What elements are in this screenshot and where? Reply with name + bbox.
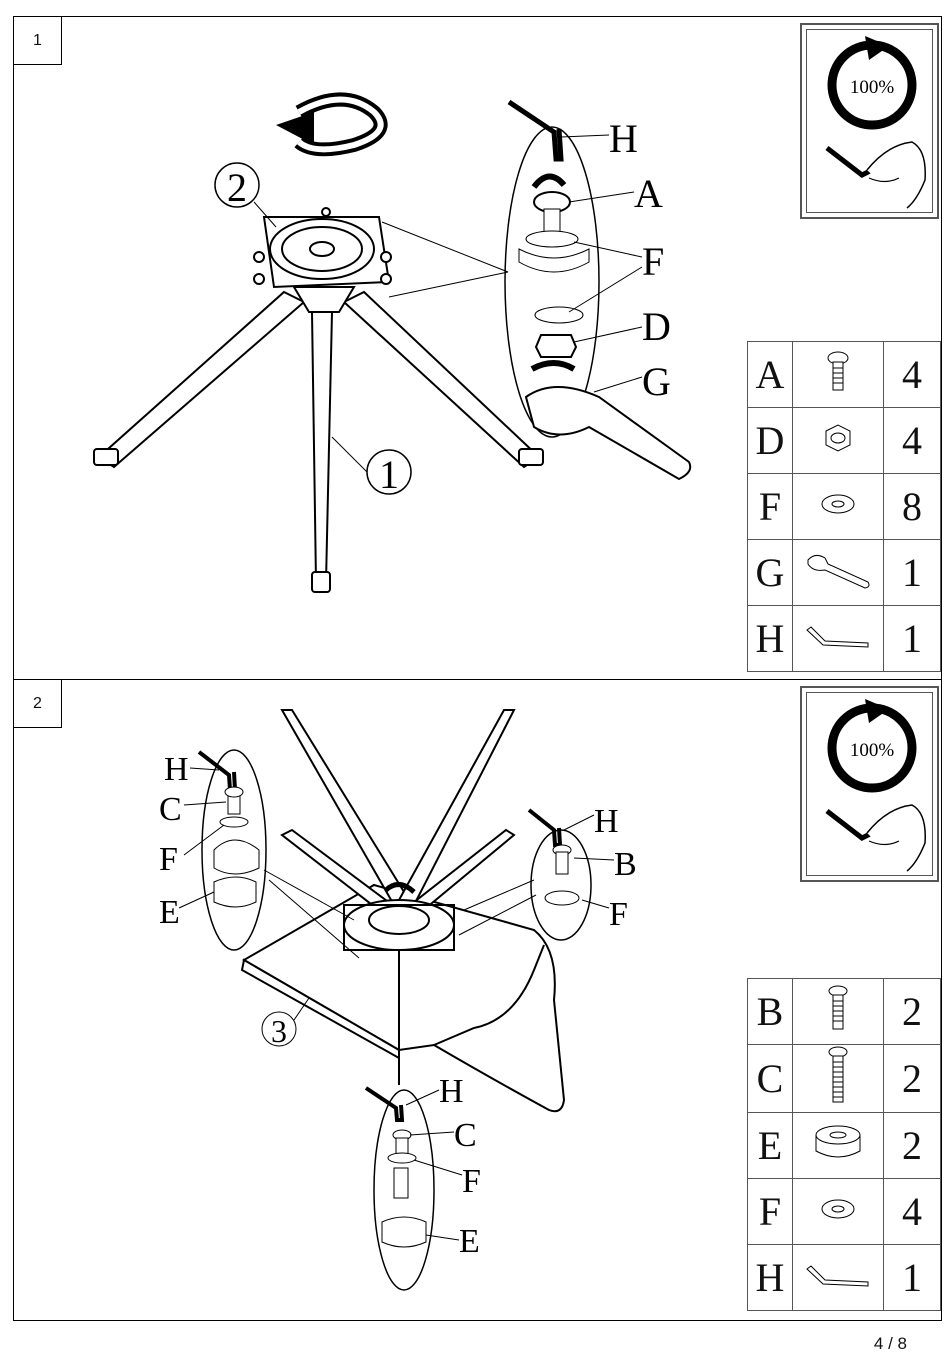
- swivel-plate: [254, 208, 391, 312]
- part-quantity: 2: [884, 1045, 941, 1113]
- parts-table-step-1: A 4 D 4 F 8 G 1 H: [747, 341, 941, 672]
- part-letter: H: [748, 606, 793, 672]
- svg-text:3: 3: [271, 1013, 287, 1049]
- left-letter-callouts: H C F E: [159, 751, 226, 931]
- rotate-arrow-icon: [276, 100, 381, 150]
- svg-text:F: F: [159, 841, 178, 878]
- part-letter: E: [748, 1113, 793, 1179]
- allen-key-icon: [793, 606, 884, 672]
- washer-icon: [793, 1179, 884, 1245]
- tighten-100-percent-icon: 100%: [807, 30, 936, 216]
- svg-text:2: 2: [227, 165, 247, 210]
- svg-text:F: F: [642, 239, 664, 284]
- allen-key-icon: [793, 1245, 884, 1311]
- svg-text:D: D: [642, 304, 671, 349]
- part-quantity: 1: [884, 1245, 941, 1311]
- part-letter: A: [748, 342, 793, 408]
- spacer-icon: [793, 1113, 884, 1179]
- parts-row: E 2: [748, 1113, 941, 1179]
- svg-text:1: 1: [379, 452, 399, 497]
- hex-nut-icon: [793, 408, 884, 474]
- part-letter: B: [748, 979, 793, 1045]
- part-callout-1: 1: [332, 437, 411, 497]
- parts-row: H 1: [748, 606, 941, 672]
- parts-row: A 4: [748, 342, 941, 408]
- parts-row: B 2: [748, 979, 941, 1045]
- part-letter: D: [748, 408, 793, 474]
- parts-row: F 4: [748, 1179, 941, 1245]
- parts-row: H 1: [748, 1245, 941, 1311]
- parts-row: D 4: [748, 408, 941, 474]
- svg-text:100%: 100%: [850, 740, 895, 761]
- part-quantity: 4: [884, 408, 941, 474]
- tighten-100-percent-icon: 100%: [807, 693, 936, 879]
- washer-icon: [793, 474, 884, 540]
- part-callout-3: 3: [262, 998, 309, 1049]
- part-letter: G: [748, 540, 793, 606]
- part-letter: C: [748, 1045, 793, 1113]
- part-letter: F: [748, 1179, 793, 1245]
- parts-table-step-2: B 2 C 2 E 2 F 4 H: [747, 978, 941, 1311]
- svg-text:F: F: [609, 896, 628, 933]
- svg-text:100%: 100%: [850, 77, 895, 98]
- svg-text:C: C: [159, 791, 182, 828]
- svg-text:B: B: [614, 846, 637, 883]
- seat-attachment-drawing: 3 H C F E: [14, 680, 774, 1320]
- base-assembly-drawing: 2 1 H A: [14, 17, 774, 679]
- svg-text:C: C: [454, 1117, 477, 1154]
- svg-text:E: E: [159, 894, 180, 931]
- svg-text:H: H: [609, 116, 638, 161]
- part-quantity: 8: [884, 474, 941, 540]
- part-letter: H: [748, 1245, 793, 1311]
- star-base-legs: [94, 292, 543, 592]
- part-quantity: 1: [884, 540, 941, 606]
- bolt-medium-icon: [793, 979, 884, 1045]
- part-quantity: 2: [884, 979, 941, 1045]
- svg-text:G: G: [642, 359, 671, 404]
- part-quantity: 4: [884, 1179, 941, 1245]
- right-detail-callout: [529, 810, 591, 940]
- svg-text:H: H: [439, 1073, 464, 1110]
- tighten-hint-box: 100%: [800, 686, 939, 882]
- wrench-icon: [793, 540, 884, 606]
- part-letter: F: [748, 474, 793, 540]
- part-quantity: 1: [884, 606, 941, 672]
- right-letter-callouts: H B F: [564, 803, 637, 933]
- svg-text:H: H: [164, 751, 189, 788]
- step-2-panel: 2 3: [13, 679, 942, 1321]
- bolt-detail-callout: [505, 102, 690, 479]
- bottom-detail-callout: [366, 1088, 434, 1290]
- left-detail-callout: [199, 750, 266, 950]
- parts-row: C 2: [748, 1045, 941, 1113]
- svg-text:F: F: [462, 1163, 481, 1200]
- parts-row: F 8: [748, 474, 941, 540]
- part-quantity: 2: [884, 1113, 941, 1179]
- svg-text:A: A: [634, 171, 663, 216]
- tighten-hint-box: 100%: [800, 23, 939, 219]
- svg-text:H: H: [594, 803, 619, 840]
- bolt-short-icon: [793, 342, 884, 408]
- svg-text:E: E: [459, 1223, 480, 1260]
- step-1-panel: 1 2: [13, 16, 942, 680]
- parts-row: G 1: [748, 540, 941, 606]
- page-number: 4 / 8: [874, 1334, 907, 1354]
- part-quantity: 4: [884, 342, 941, 408]
- bolt-long-icon: [793, 1045, 884, 1113]
